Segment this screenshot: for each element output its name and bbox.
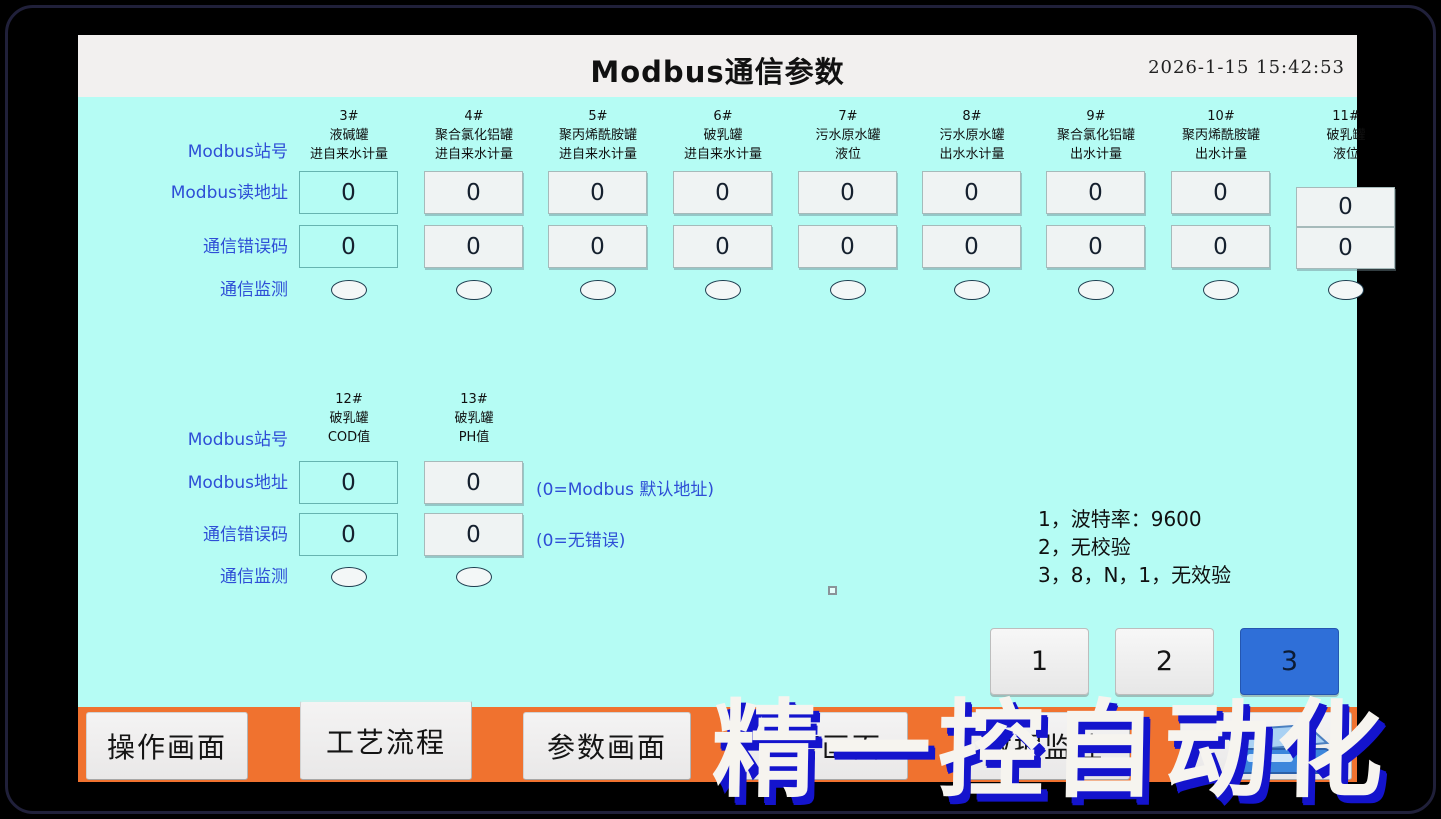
error-code-field[interactable]: 0 <box>299 225 398 268</box>
comm-status-indicator <box>1078 280 1114 300</box>
comm-status-indicator <box>580 280 616 300</box>
page-button-2[interactable]: 2 <box>1115 628 1214 695</box>
error-hint: (0=无错误) <box>536 531 626 551</box>
nav-button-alarm[interactable]: 报警画面 <box>736 712 908 780</box>
nav-button-process-flow[interactable]: 工艺流程 <box>300 700 472 780</box>
comm-status-indicator <box>954 280 990 300</box>
comm-status-indicator <box>830 280 866 300</box>
address-field[interactable]: 0 <box>424 461 523 504</box>
column-header: 11#破乳罐液位 <box>1326 109 1366 162</box>
column-header: 8#污水原水罐出水水计量 <box>939 109 1005 162</box>
error-code-field[interactable]: 0 <box>299 513 398 556</box>
error-code-field[interactable]: 0 <box>922 225 1021 268</box>
row-label-monitor-2: 通信监测 <box>220 567 288 587</box>
error-code-field[interactable]: 0 <box>424 513 523 556</box>
datetime-display: 2026-1-15 15:42:53 <box>1148 57 1345 78</box>
error-code-field[interactable]: 0 <box>798 225 897 268</box>
comm-status-indicator <box>456 280 492 300</box>
comm-status-indicator <box>331 567 367 587</box>
comm-status-indicator <box>331 280 367 300</box>
error-code-field[interactable]: 0 <box>1046 225 1145 268</box>
hmi-panel-icon <box>1221 723 1330 774</box>
column-header: 6#破乳罐进自来水计量 <box>683 109 762 162</box>
error-code-field[interactable]: 0 <box>1171 225 1270 268</box>
address-hint: (0=Modbus 默认地址) <box>536 480 715 500</box>
header-bar: Modbus通信参数 2026-1-15 15:42:53 <box>78 35 1357 97</box>
comm-status-indicator <box>705 280 741 300</box>
read-address-field[interactable]: 0 <box>424 171 523 214</box>
nav-button-operation[interactable]: 操作画面 <box>86 712 248 780</box>
read-address-field[interactable]: 0 <box>299 171 398 214</box>
column-header: 3#液碱罐进自来水计量 <box>309 109 388 162</box>
read-address-field[interactable]: 0 <box>798 171 897 214</box>
cursor-dot <box>828 586 837 595</box>
bottom-nav-strip <box>78 707 1357 782</box>
nav-button-monitor[interactable]: 数据监控 <box>958 712 1130 780</box>
serial-settings-notes: 1，波特率：9600 2，无校验 3，8，N，1，无效验 <box>1038 505 1231 589</box>
page-title: Modbus通信参数 <box>590 55 845 89</box>
row-label-address-2: Modbus地址 <box>187 473 288 493</box>
comm-status-indicator <box>1203 280 1239 300</box>
note-frame: 3，8，N，1，无效验 <box>1038 563 1232 587</box>
comm-status-indicator <box>1328 280 1364 300</box>
page-button-3-active[interactable]: 3 <box>1240 628 1339 695</box>
row-label-read-address: Modbus读地址 <box>170 183 288 203</box>
row-label-station-2: Modbus站号 <box>187 430 288 450</box>
page-button-1[interactable]: 1 <box>990 628 1089 695</box>
error-code-field[interactable]: 0 <box>673 225 772 268</box>
note-parity: 2，无校验 <box>1038 535 1131 559</box>
error-code-field[interactable]: 0 <box>548 225 647 268</box>
read-address-field[interactable]: 0 <box>922 171 1021 214</box>
read-address-field[interactable]: 0 <box>548 171 647 214</box>
address-field[interactable]: 0 <box>299 461 398 504</box>
error-code-field[interactable]: 0 <box>424 225 523 268</box>
column-header: 5#聚丙烯酰胺罐进自来水计量 <box>558 109 637 162</box>
vendor-watermark: 精一控自动化 <box>710 689 1391 812</box>
read-address-field[interactable]: 0 <box>1296 187 1395 227</box>
row-label-monitor: 通信监测 <box>220 280 288 300</box>
read-address-field[interactable]: 0 <box>1171 171 1270 214</box>
column-header: 4#聚合氯化铝罐进自来水计量 <box>434 109 513 162</box>
comm-status-indicator <box>456 567 492 587</box>
row-label-error-code-2: 通信错误码 <box>203 525 288 545</box>
column-header: 7#污水原水罐液位 <box>815 109 881 162</box>
nav-button-hmi[interactable] <box>1180 712 1352 780</box>
read-address-field[interactable]: 0 <box>673 171 772 214</box>
note-baudrate: 1，波特率：9600 <box>1038 507 1202 531</box>
error-code-field[interactable]: 0 <box>1296 227 1395 269</box>
row-label-station: Modbus站号 <box>187 142 288 162</box>
column-header: 10#聚丙烯酰胺罐出水计量 <box>1181 109 1260 162</box>
nav-button-parameters[interactable]: 参数画面 <box>523 712 691 780</box>
hmi-panel: Modbus通信参数 2026-1-15 15:42:53 Modbus站号 M… <box>78 35 1395 782</box>
row-label-error-code: 通信错误码 <box>203 237 288 257</box>
read-address-field[interactable]: 0 <box>1046 171 1145 214</box>
column-header: 9#聚合氯化铝罐出水计量 <box>1056 109 1135 162</box>
